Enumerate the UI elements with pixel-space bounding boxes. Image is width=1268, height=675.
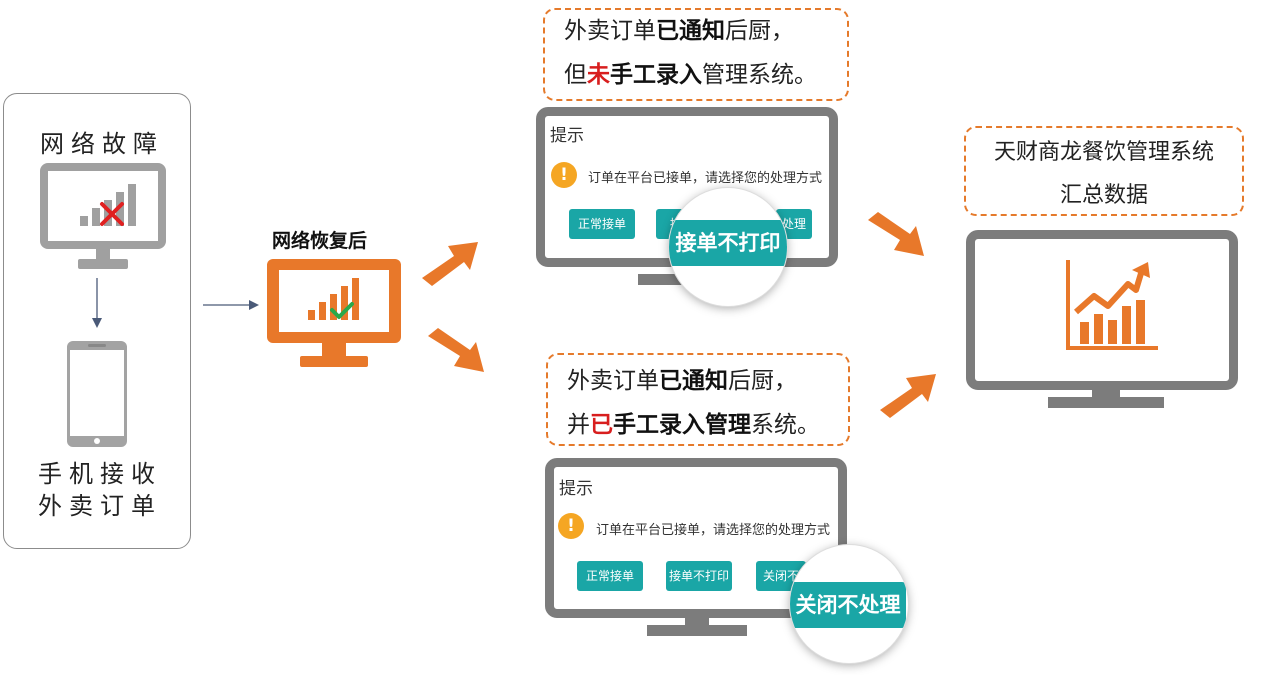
top-note-line2: 但未手工录入管理系统。: [564, 53, 817, 97]
summary-note-box: [964, 126, 1244, 216]
network-fault-label: 网络故障: [40, 130, 164, 158]
bottom-note-line1-a: 外卖订单: [567, 368, 659, 394]
accept-no-print-button[interactable]: 接单不打印: [666, 561, 732, 591]
phone-receive-line2: 外卖订单: [38, 492, 162, 520]
bottom-note-line1: 外卖订单已通知后厨，: [567, 359, 797, 403]
phone-icon: [67, 341, 127, 447]
online-monitor-icon: [267, 259, 401, 367]
offline-monitor-icon: [40, 163, 166, 269]
arrow-down-icon: [92, 278, 102, 328]
close-no-process-zoom-button[interactable]: 关闭不处理: [790, 582, 906, 628]
bottom-note-line2-red: 已: [590, 412, 613, 438]
top-note-line2-c: 管理系统。: [702, 62, 817, 88]
bottom-note-line1-c: 后厨，: [728, 368, 797, 394]
top-note-line1: 外卖订单已通知后厨，: [564, 9, 794, 53]
growth-chart-icon: [1066, 260, 1158, 350]
top-note-line1-a: 外卖订单: [564, 18, 656, 44]
arrow-up-right-icon: [422, 242, 478, 286]
summary-monitor: [966, 230, 1238, 390]
bottom-note-line2-c: 系统。: [751, 412, 820, 438]
arrow-right-icon: [203, 300, 259, 310]
warning-icon: !: [551, 162, 577, 188]
summary-monitor-stand: [1048, 386, 1164, 408]
top-zoom-magnifier: 接单不打印: [669, 188, 787, 306]
bottom-note-line1-b: 已通知: [659, 368, 728, 394]
accept-no-print-zoom-button[interactable]: 接单不打印: [669, 220, 787, 266]
top-dialog-message: 订单在平台已接单，请选择您的处理方式: [588, 171, 823, 186]
top-note-line2-b: 手工录入: [610, 62, 702, 88]
top-note-line2-red: 未: [587, 62, 610, 88]
bottom-zoom-magnifier: 关闭不处理: [790, 545, 908, 663]
bottom-dialog-message: 订单在平台已接单，请选择您的处理方式: [596, 523, 831, 538]
bottom-note-line2-a: 并: [567, 412, 590, 438]
summary-line1: 天财商龙餐饮管理系统: [993, 140, 1214, 165]
summary-note: 天财商龙餐饮管理系统 汇总数据: [964, 131, 1244, 217]
phone-receive-line1: 手机接收: [38, 460, 162, 488]
arrow-down-right-icon: [868, 212, 924, 256]
top-note-line1-c: 后厨，: [725, 18, 794, 44]
top-note-line1-b: 已通知: [656, 18, 725, 44]
warning-icon: !: [558, 513, 584, 539]
top-note-line2-a: 但: [564, 62, 587, 88]
normal-accept-button[interactable]: 正常接单: [569, 209, 635, 239]
bottom-note-box: [546, 353, 850, 446]
phone-receive-label: 手机接收 外卖订单: [38, 458, 162, 522]
bottom-note-line2: 并已手工录入管理系统。: [567, 403, 820, 447]
network-fault-panel: [3, 93, 191, 549]
bottom-note-line2-b: 手工录入管理: [613, 412, 751, 438]
network-recovery-label: 网络恢复后: [272, 230, 368, 252]
top-note-box: [543, 8, 849, 101]
summary-line2: 汇总数据: [1059, 183, 1148, 208]
bottom-dialog-title: 提示: [559, 479, 593, 499]
top-dialog-title: 提示: [550, 126, 584, 146]
arrow-down-right-icon: [428, 328, 484, 372]
bottom-monitor-stand: [647, 613, 747, 636]
normal-accept-button[interactable]: 正常接单: [577, 561, 643, 591]
arrow-up-right-icon: [880, 374, 936, 418]
